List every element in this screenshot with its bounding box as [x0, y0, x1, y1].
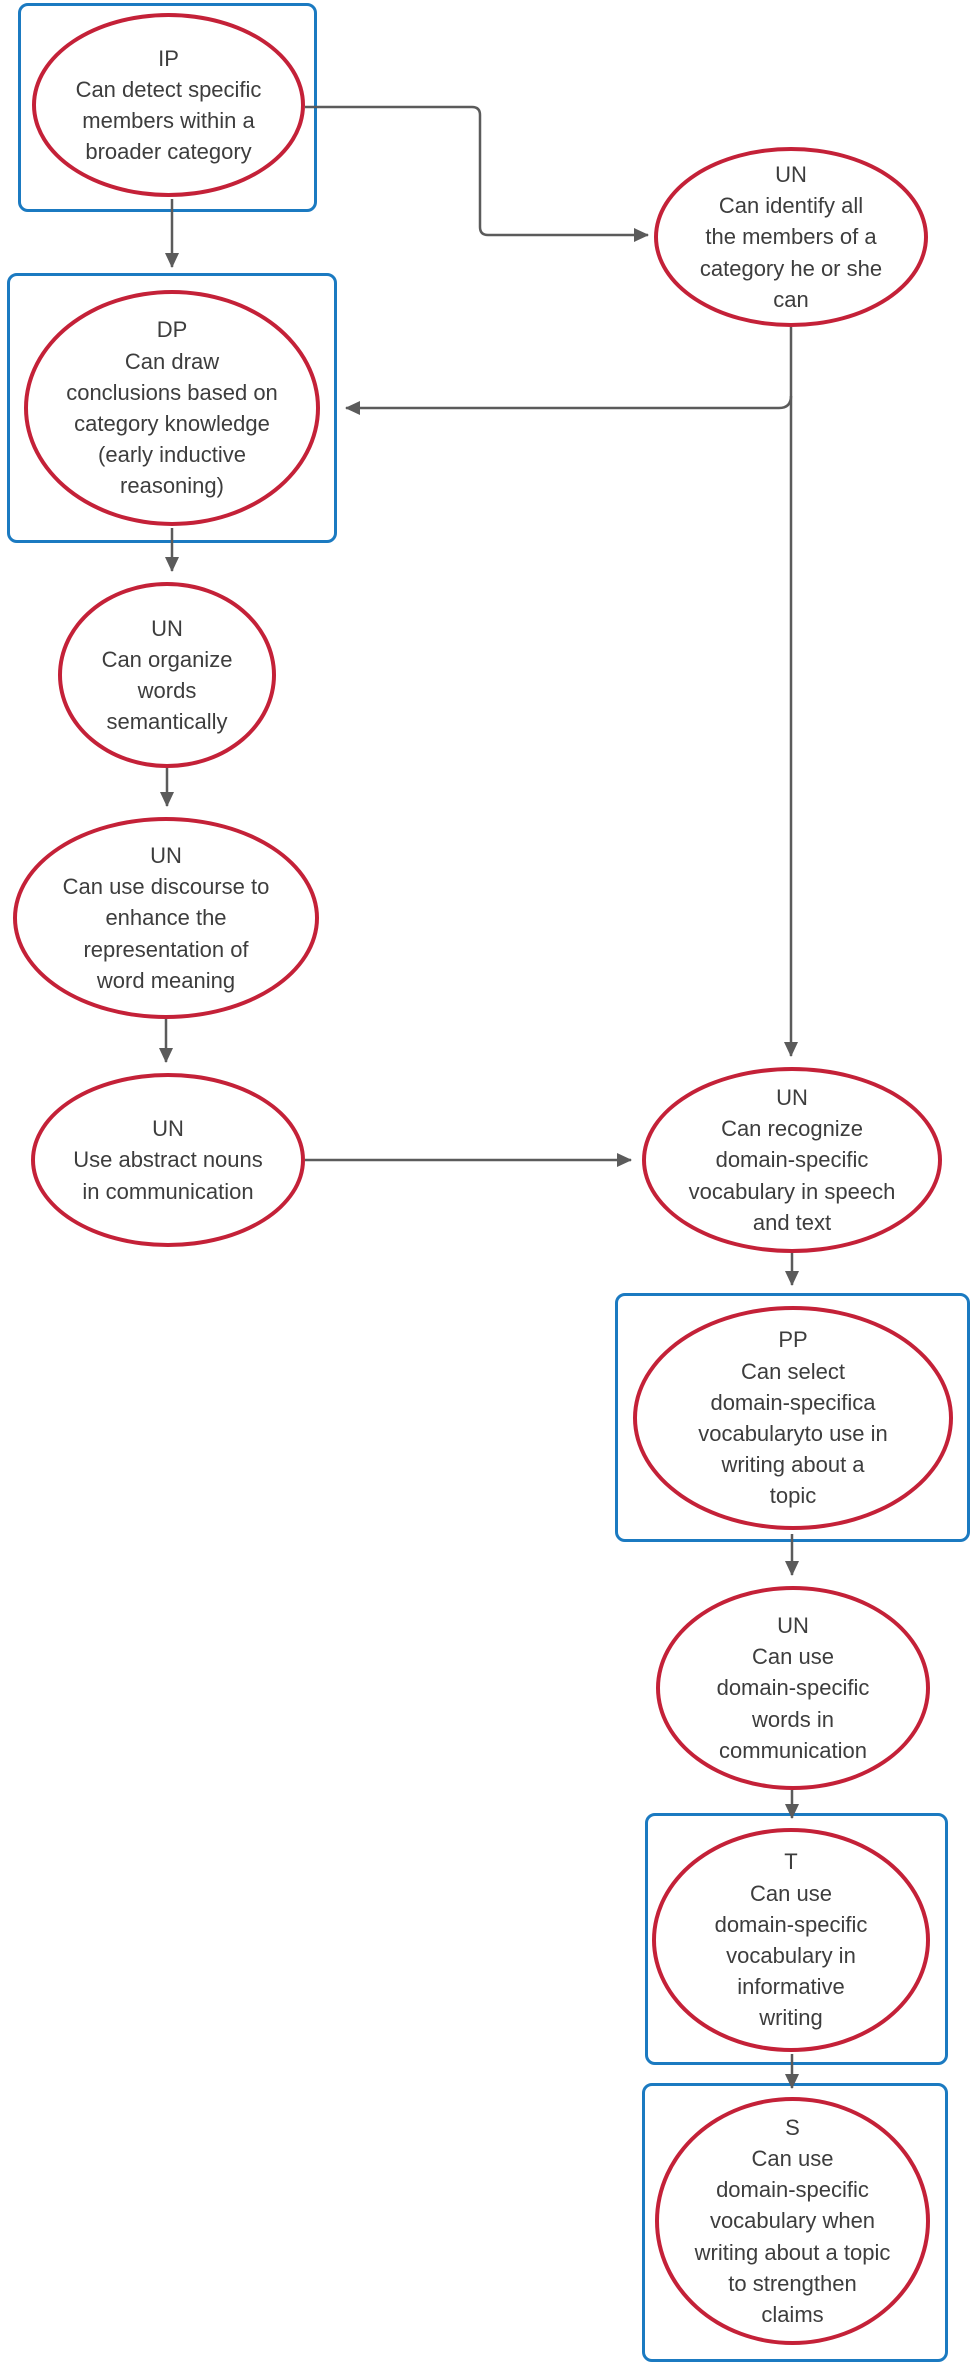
- node-dp-code: DP: [156, 317, 188, 343]
- node-un-organize: UN Can organize words semantically: [58, 582, 276, 768]
- node-s-claims: S Can use domain-specific vocabulary whe…: [655, 2097, 930, 2345]
- node-un-abstract: UN Use abstract nouns in communication: [31, 1073, 305, 1247]
- node-un-identify-text: Can identify all the members of a catego…: [699, 193, 883, 312]
- node-pp-select-text: Can select domain-specifica vocabularyto…: [698, 1358, 888, 1509]
- node-un-abstract-code: UN: [152, 1116, 184, 1142]
- node-un-discourse: UN Can use discourse to enhance the repr…: [13, 817, 319, 1019]
- node-un-recognize: UN Can recognize domain-specific vocabul…: [642, 1067, 942, 1253]
- node-t-informative-text: Can use domain-specific vocabulary in in…: [714, 1880, 868, 2031]
- node-pp-select-code: PP: [778, 1327, 808, 1353]
- node-un-words: UN Can use domain-specific words in comm…: [656, 1586, 930, 1790]
- node-ip: IP Can detect specific members within a …: [32, 13, 305, 197]
- node-un-words-text: Can use domain-specific words in communi…: [716, 1644, 870, 1763]
- node-ip-code: IP: [158, 45, 179, 71]
- node-un-recognize-text: Can recognize domain-specific vocabulary…: [688, 1116, 896, 1235]
- node-t-informative: T Can use domain-specific vocabulary in …: [652, 1828, 930, 2052]
- node-un-identify: UN Can identify all the members of a cat…: [654, 147, 928, 327]
- node-un-discourse-text: Can use discourse to enhance the represe…: [62, 874, 270, 993]
- node-un-abstract-text: Use abstract nouns in communication: [73, 1147, 263, 1204]
- connector-ip-to-un-identify: [305, 105, 649, 242]
- node-pp-select: PP Can select domain-specifica vocabular…: [633, 1306, 953, 1530]
- node-dp: DP Can draw conclusions based on categor…: [24, 290, 320, 526]
- node-un-discourse-code: UN: [150, 842, 182, 868]
- node-un-recognize-code: UN: [776, 1084, 808, 1110]
- node-s-claims-code: S: [785, 2114, 800, 2140]
- node-t-informative-code: T: [784, 1849, 798, 1875]
- node-un-organize-code: UN: [151, 615, 183, 641]
- node-un-organize-text: Can organize words semantically: [101, 646, 233, 735]
- node-s-claims-text: Can use domain-specific vocabulary when …: [694, 2145, 891, 2328]
- node-dp-text: Can draw conclusions based on category k…: [66, 348, 278, 499]
- node-ip-text: Can detect specific members within a bro…: [75, 76, 262, 165]
- node-un-identify-code: UN: [775, 161, 807, 187]
- node-un-words-code: UN: [777, 1612, 809, 1638]
- connector-un-identify-to-dp: [345, 395, 793, 415]
